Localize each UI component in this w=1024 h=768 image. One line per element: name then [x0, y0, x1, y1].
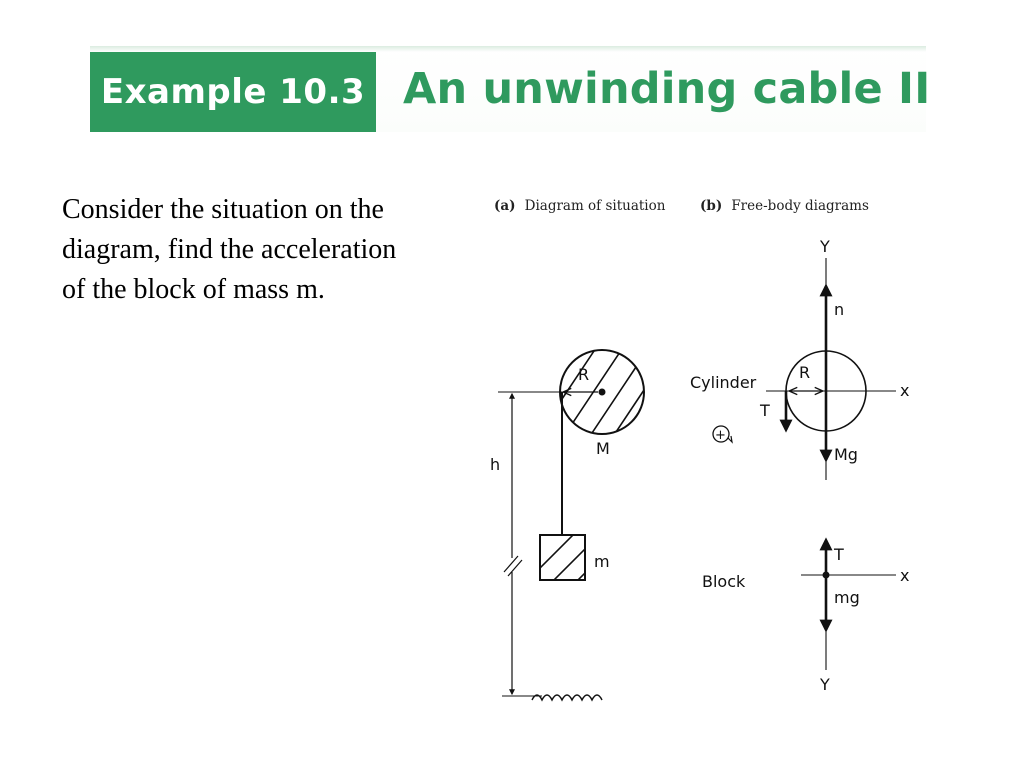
block-label: Block — [702, 572, 746, 591]
ground-squiggle — [531, 694, 603, 702]
example-label-box: Example 10.3 — [90, 52, 376, 132]
cylinder-y-axis-label: Y — [819, 237, 830, 256]
cylinder-tension-label: T — [759, 401, 770, 420]
cylinder-mass-label: M — [596, 439, 610, 458]
block-tension-label: T — [833, 545, 844, 564]
block-y-axis-label: Y — [819, 675, 830, 694]
height-break-mark-2 — [507, 559, 523, 577]
height-label: h — [490, 455, 500, 474]
rotation-sign-icon — [712, 425, 730, 443]
rotation-arrowhead — [727, 435, 733, 444]
block-mass-label: m — [594, 552, 610, 571]
cylinder-weight-label: Mg — [834, 445, 858, 464]
block-weight-label: mg — [834, 588, 860, 607]
banner-top-shade — [90, 46, 926, 52]
panel-b-caption: (b) Free-body diagrams — [700, 195, 869, 214]
cylinder-label: Cylinder — [690, 373, 757, 392]
physics-figure: (a) Diagram of situation (b) Free-body d… — [478, 180, 918, 718]
rotation-sign-label: + — [715, 428, 726, 443]
normal-force-label: n — [834, 300, 844, 319]
example-title: An unwinding cable II — [403, 64, 931, 114]
panel-a-caption: (a) Diagram of situation — [494, 195, 666, 214]
radius-label: R — [578, 365, 589, 384]
example-label: Example 10.3 — [100, 72, 366, 112]
problem-statement: Consider the situation on the diagram, f… — [62, 194, 397, 305]
cylinder-axle — [598, 388, 606, 396]
figure-svg: (a) Diagram of situation (b) Free-body d… — [490, 195, 909, 702]
cylinder-fbd-radius-label: R — [799, 363, 810, 382]
block — [539, 534, 586, 581]
cylinder-x-axis-label: x — [900, 381, 909, 400]
height-break-mark-1 — [503, 555, 519, 573]
example-banner: Example 10.3 An unwinding cable II — [90, 46, 930, 132]
cylinder — [559, 349, 645, 435]
block-x-axis-label: x — [900, 566, 909, 585]
